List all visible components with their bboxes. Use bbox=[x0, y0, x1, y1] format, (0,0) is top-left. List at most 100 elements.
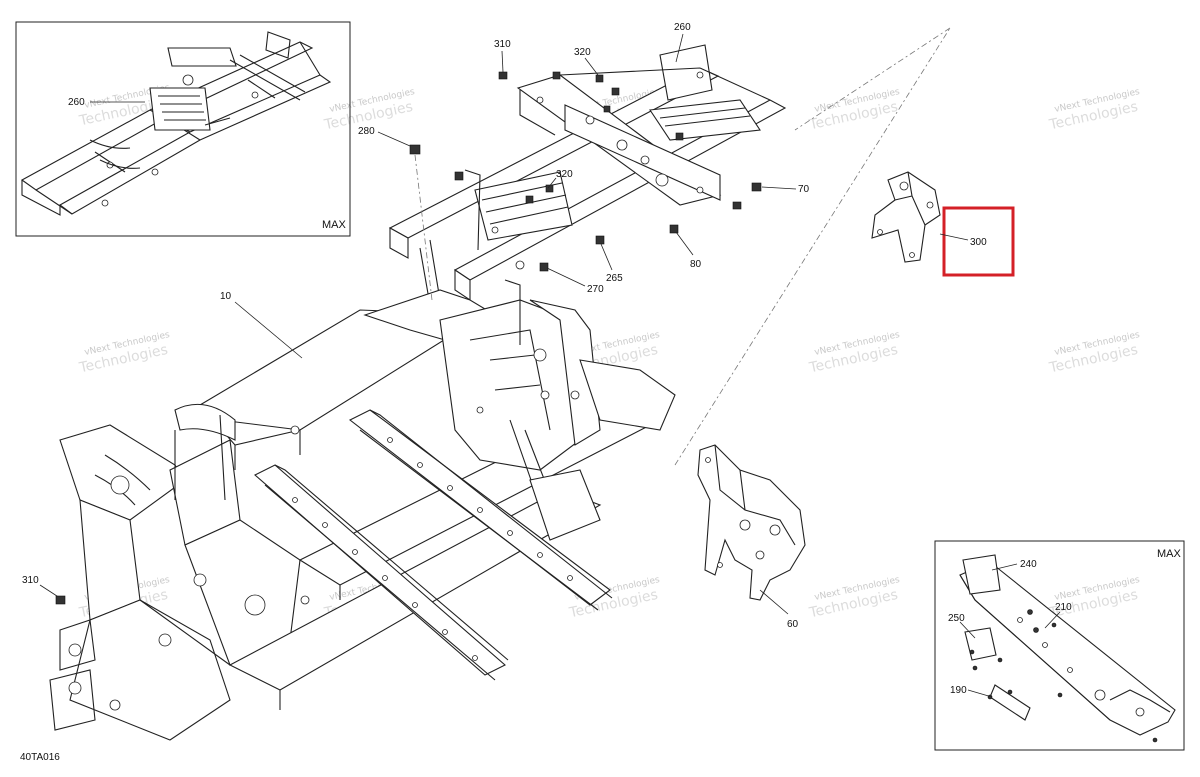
subframe-hole bbox=[536, 96, 544, 104]
frame-hole bbox=[570, 390, 580, 400]
nut-310 bbox=[498, 71, 508, 80]
bolt-320 bbox=[611, 87, 620, 96]
leader-265 bbox=[600, 243, 613, 271]
subframe-hole bbox=[696, 186, 704, 194]
callout-10: 10 bbox=[220, 291, 232, 302]
leader-60 bbox=[759, 589, 789, 615]
subframe-hole bbox=[616, 139, 628, 151]
inset-hole bbox=[151, 168, 159, 176]
frame-hole bbox=[110, 475, 130, 495]
frame-hole bbox=[290, 425, 300, 435]
bolt-320 bbox=[603, 105, 611, 113]
leader-320-top bbox=[584, 57, 599, 76]
inset-fastener bbox=[969, 649, 975, 655]
frame-hole bbox=[476, 406, 484, 414]
frame-hole bbox=[68, 681, 82, 695]
inset-hole bbox=[251, 91, 259, 99]
inset-fastener bbox=[972, 665, 978, 671]
callout-320-mid: 320 bbox=[556, 169, 573, 180]
inset-tag-max: MAX bbox=[1157, 548, 1182, 560]
watermark: vNext Technologies Technologies bbox=[77, 330, 171, 376]
beam-hole bbox=[477, 507, 483, 513]
watermark: vNext Technologies Technologies bbox=[807, 330, 901, 376]
leader-240 bbox=[991, 563, 1018, 571]
beam-hole bbox=[382, 575, 388, 581]
callout-265: 265 bbox=[606, 273, 623, 284]
inset-hole bbox=[101, 199, 109, 207]
frame-hole bbox=[158, 633, 172, 647]
bracket-hole bbox=[769, 524, 781, 536]
frame-hole bbox=[540, 390, 550, 400]
leader-320-mid bbox=[547, 177, 557, 189]
highlight-box-300 bbox=[942, 206, 1015, 277]
leader-280 bbox=[377, 131, 411, 147]
inset-hole bbox=[1017, 617, 1023, 623]
callouts-main: 260 310 320 280 320 70 80 265 270 10 310… bbox=[22, 22, 810, 630]
leader-300 bbox=[939, 233, 969, 241]
watermark: vNext Technologies Technologies bbox=[1047, 330, 1141, 376]
watermark: vNext Technologies Technologies bbox=[807, 87, 901, 133]
callout-250: 250 bbox=[948, 613, 965, 624]
watermark: vNext Technologies Technologies bbox=[807, 575, 901, 621]
leader-210 bbox=[1044, 611, 1061, 629]
bracket-hole bbox=[705, 457, 711, 463]
beam-hole bbox=[322, 522, 328, 528]
beam-hole bbox=[387, 437, 393, 443]
frame-hole bbox=[193, 573, 207, 587]
callout-310-left: 310 bbox=[22, 575, 39, 586]
upper-subframe-260 bbox=[388, 44, 787, 306]
inset-top-left: 260 MAX bbox=[15, 21, 351, 237]
nut-310-left bbox=[55, 595, 66, 605]
callout-70: 70 bbox=[798, 184, 810, 195]
bracket-hole bbox=[755, 550, 765, 560]
nut-280 bbox=[409, 144, 421, 155]
beam-hole bbox=[352, 549, 358, 555]
callout-190: 190 bbox=[950, 685, 967, 696]
beam-hole bbox=[507, 530, 513, 536]
inset-hole bbox=[1135, 707, 1145, 717]
nut-80 bbox=[669, 224, 679, 234]
inset-hole bbox=[1067, 667, 1073, 673]
beam-hole bbox=[472, 655, 478, 661]
inset-fastener bbox=[1152, 737, 1158, 743]
beam-hole bbox=[442, 629, 448, 635]
inset-fastener bbox=[1027, 609, 1033, 615]
fasteners-upper bbox=[409, 71, 762, 272]
callout-80: 80 bbox=[690, 259, 702, 270]
bolt-320 bbox=[595, 74, 604, 83]
bolt-320 bbox=[552, 71, 561, 80]
nut bbox=[454, 171, 464, 181]
callout-270: 270 bbox=[587, 284, 604, 295]
bolt-70 bbox=[751, 182, 762, 192]
frame-hole bbox=[109, 699, 121, 711]
inset-fastener bbox=[1033, 627, 1039, 633]
figure-code: 40TA016 bbox=[20, 752, 60, 763]
bracket-hole bbox=[909, 252, 915, 258]
assembly-line bbox=[414, 154, 433, 301]
leader-310-top bbox=[501, 50, 504, 73]
inset-frame bbox=[934, 540, 1185, 751]
leader-70 bbox=[761, 186, 797, 190]
nut bbox=[675, 132, 684, 141]
callout-210: 210 bbox=[1055, 602, 1072, 613]
subframe-hole bbox=[655, 173, 669, 187]
callout-60: 60 bbox=[787, 619, 799, 630]
bracket-hole bbox=[877, 229, 883, 235]
nut-270 bbox=[539, 262, 549, 272]
bolt-265 bbox=[595, 235, 605, 245]
callout-310-top: 310 bbox=[494, 39, 511, 50]
inset-bottom-right: MAX 240 210 250 bbox=[934, 540, 1185, 751]
nut bbox=[732, 201, 742, 210]
subframe-hole bbox=[696, 71, 704, 79]
callout-320-top: 320 bbox=[574, 47, 591, 58]
bracket-300 bbox=[871, 171, 941, 263]
beam-hole bbox=[417, 462, 423, 468]
beam-hole bbox=[412, 602, 418, 608]
callout-300: 300 bbox=[970, 237, 987, 248]
inset-fastener bbox=[1057, 692, 1063, 698]
bracket-hole bbox=[926, 201, 934, 209]
inset-fastener bbox=[1051, 622, 1057, 628]
frame-hole bbox=[68, 643, 82, 657]
view-line bbox=[674, 27, 951, 466]
